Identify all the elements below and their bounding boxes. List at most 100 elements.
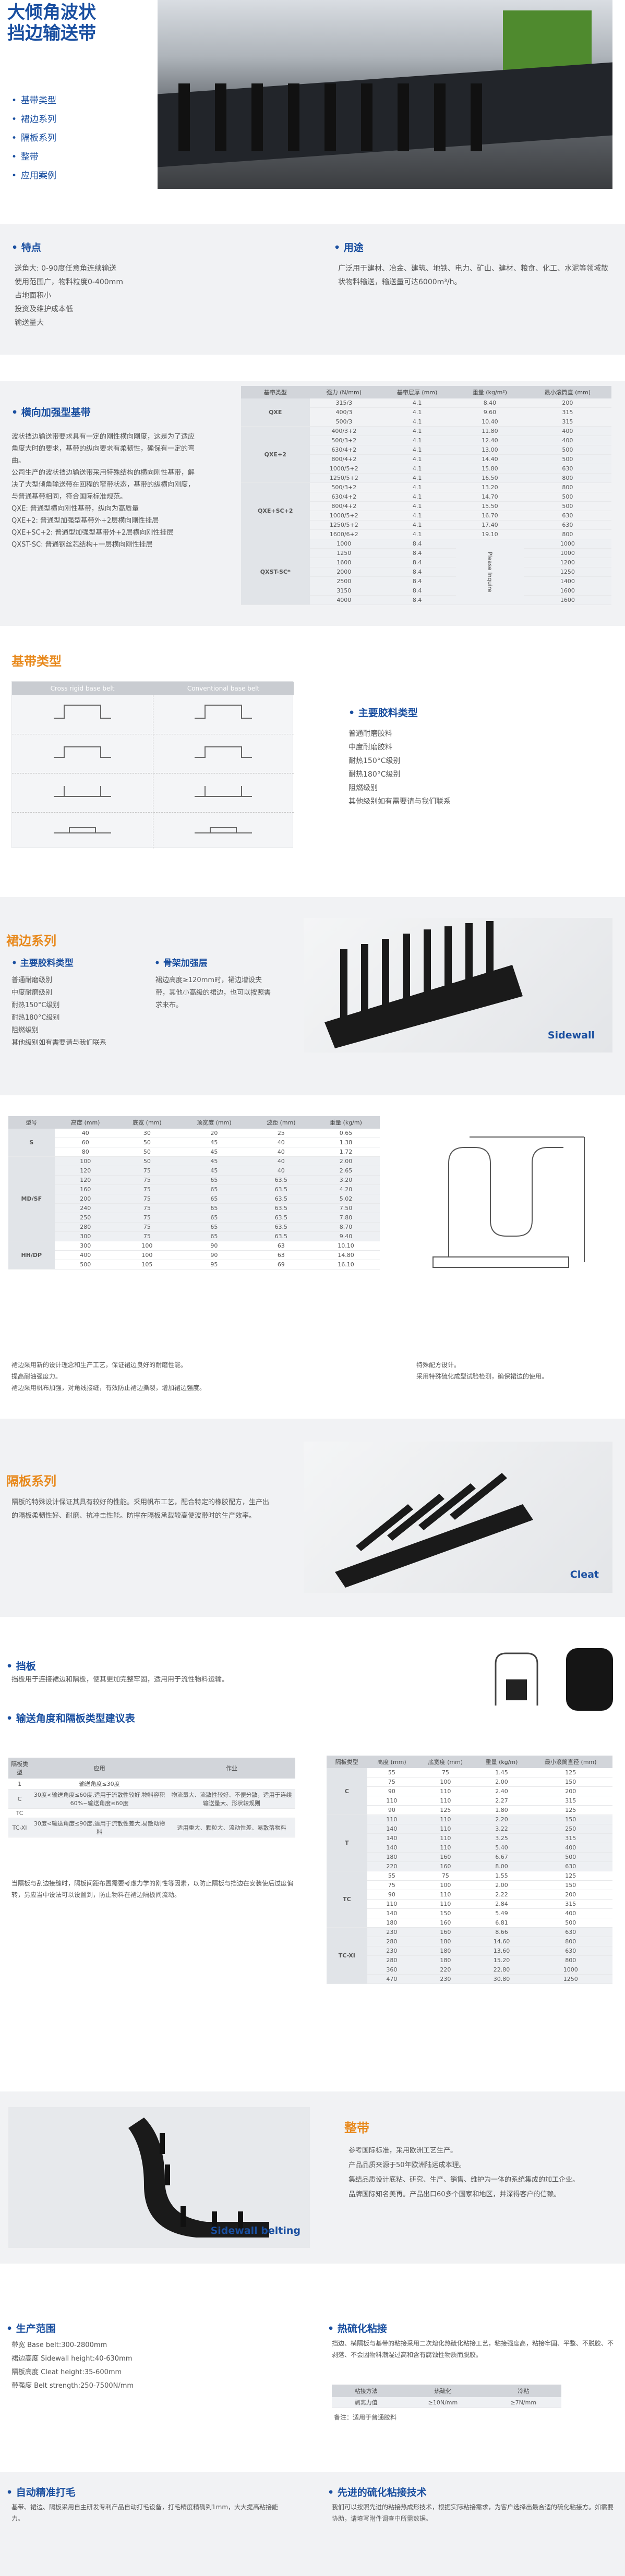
- table-cell: 40: [250, 1138, 312, 1147]
- angle-section: 挡板 挡板用于连接裙边和隔板，使其更加完整牢固，适用用于流性物料运输。 输送角度…: [0, 1648, 625, 1984]
- table-cell: 2.20: [474, 1815, 529, 1824]
- table-cell: 4.1: [378, 445, 456, 455]
- list-item: 耐热180°C级别: [11, 1014, 60, 1022]
- hero-nav: 基带类型 裙边系列 隔板系列 整带 应用案例: [11, 91, 56, 185]
- table-cell: 45: [178, 1166, 250, 1176]
- table-cell: 180: [367, 1918, 417, 1928]
- sidewall-spec-section: 型号 高度 (mm) 底宽 (mm) 顶宽度 (mm) 波距 (mm) 重量 (…: [0, 1111, 625, 1392]
- list-item: 裙边采用帆布加强，对角线接缝，有效防止裙边撕裂，增加裙边强度。: [11, 1384, 206, 1392]
- whole-belt-list: 参考国际标准，采用欧洲工艺生产。 产品品质来源于50年欧洲陆运成本理。 集结品质…: [348, 2144, 609, 2202]
- table-cell: 800/4+2: [309, 454, 379, 464]
- table-cell: 4.1: [378, 520, 456, 530]
- whole-belt-photo: Sidewall belting: [8, 2107, 310, 2248]
- base-belt-title: 横向加强型基带: [11, 405, 91, 419]
- table-cell: 125: [528, 1768, 612, 1777]
- nav-item-whole-belt[interactable]: 整带: [11, 148, 56, 166]
- nav-item-cases[interactable]: 应用案例: [11, 166, 56, 185]
- sidewall-table: 型号 高度 (mm) 底宽 (mm) 顶宽度 (mm) 波距 (mm) 重量 (…: [8, 1116, 380, 1269]
- table-cell: 0.65: [311, 1129, 380, 1138]
- nav-item-base-type[interactable]: 基带类型: [11, 91, 56, 110]
- table-cell: 16.50: [456, 473, 524, 483]
- table-cell: 75: [116, 1203, 178, 1213]
- table-cell: 14.40: [456, 454, 524, 464]
- table-cell: 1.80: [474, 1805, 529, 1815]
- table-cell: 63.5: [250, 1213, 312, 1223]
- table-cell: 1000: [523, 539, 611, 549]
- list-item: 普通耐磨胶料: [348, 730, 392, 738]
- table-cell: 125: [416, 1805, 475, 1815]
- nav-item-sidewall[interactable]: 裙边系列: [11, 110, 56, 129]
- table-cell: 160: [416, 1927, 475, 1937]
- table-cell: 500: [528, 1918, 612, 1928]
- table-cell: 100: [416, 1880, 475, 1890]
- table-cell: 800: [523, 529, 611, 539]
- table-cell: 500: [528, 1852, 612, 1862]
- table-cell: 65: [178, 1184, 250, 1194]
- table-cell: 280: [367, 1955, 417, 1965]
- table-cell: 1400: [523, 576, 611, 586]
- table-cell: 400: [523, 426, 611, 436]
- table-cell: 250: [54, 1213, 116, 1223]
- sidewall-rubber-title: 主要胶料类型: [11, 956, 74, 969]
- table-cell: 16.10: [311, 1260, 380, 1269]
- table-cell: 470: [367, 1974, 417, 1984]
- table-cell: 1250: [523, 567, 611, 577]
- table-cell: 200: [528, 1890, 612, 1900]
- group-label: TC-XI: [327, 1927, 367, 1984]
- list-item: 裙边采用新的设计理念和生产工艺，保证裙边良好的耐磨性能。: [11, 1361, 187, 1369]
- table-cell: 3.25: [474, 1833, 529, 1843]
- table-cell: 10.10: [311, 1241, 380, 1251]
- table-cell: 8.4: [378, 558, 456, 567]
- table-cell: 1250/5+2: [309, 473, 379, 483]
- group-label: QXE: [241, 398, 310, 427]
- table-cell: 50: [116, 1156, 178, 1166]
- list-item: 输送量大: [15, 319, 44, 327]
- table-cell: 55: [367, 1871, 417, 1881]
- list-item: 参考国际标准，采用欧洲工艺生产。: [348, 2147, 458, 2155]
- table-cell: 630: [523, 520, 611, 530]
- table-cell: 65: [178, 1213, 250, 1223]
- table-cell: 400: [54, 1250, 116, 1260]
- table-cell: 15.80: [456, 464, 524, 474]
- list-item: 普通耐磨级别: [11, 976, 53, 984]
- table-cell: 2.27: [474, 1796, 529, 1806]
- table-cell: 630/4+2: [309, 492, 379, 502]
- reinforce-title: 骨架加强层: [154, 956, 208, 969]
- table-cell: 315: [528, 1833, 612, 1843]
- table-cell: 1600: [523, 586, 611, 596]
- group-label: QXST-SC*: [241, 539, 310, 605]
- table-cell: 300: [54, 1231, 116, 1241]
- nav-item-cleat[interactable]: 隔板系列: [11, 129, 56, 148]
- table-cell: 220: [416, 1965, 475, 1975]
- table-cell: 500: [523, 445, 611, 455]
- table-cell: 630: [523, 511, 611, 521]
- process-section: 自动精准打毛 基带、裙边、隔板采用自主研发专利产品自动打毛设备，打毛精度精确到1…: [0, 2472, 625, 2576]
- list-item: 带宽 Base belt:300-2800mm: [11, 2341, 107, 2349]
- table-cell: 500: [54, 1260, 116, 1269]
- table-cell: 800: [523, 473, 611, 483]
- table-cell: 100: [116, 1250, 178, 1260]
- range-list: 带宽 Base belt:300-2800mm 裙边高度 Sidewall he…: [11, 2339, 134, 2393]
- table-cell: 13.60: [474, 1946, 529, 1956]
- table-cell: 65: [178, 1203, 250, 1213]
- cleat-text: 隔板的特殊设计保证其具有较好的性能。采用帆布工艺，配合特定的橡胶配方，生产出的隔…: [11, 1498, 270, 1520]
- table-cell: 110: [416, 1824, 475, 1834]
- cleat-photo: Cleat: [304, 1442, 612, 1593]
- list-item: 耐热180°C级别: [348, 770, 401, 779]
- table-cell: 55: [367, 1768, 417, 1777]
- sidewall-rubber-list: 普通耐磨级别 中度耐磨级别 耐热150°C级别 耐热180°C级别 阻燃级别 其…: [11, 974, 106, 1049]
- table-cell: 630: [528, 1946, 612, 1956]
